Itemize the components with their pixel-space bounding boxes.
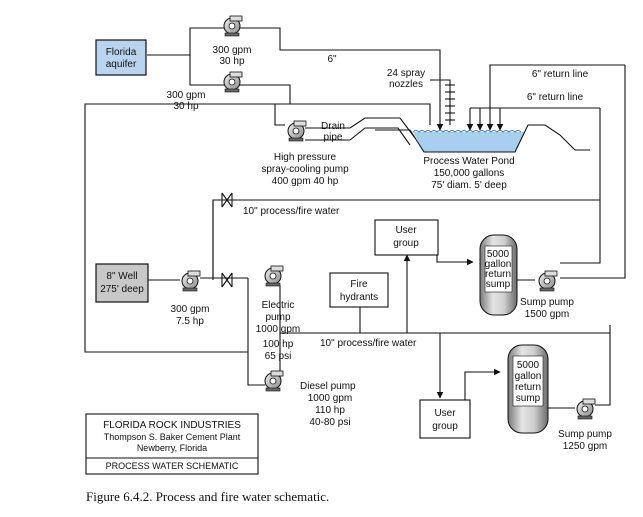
aquifer-label-line2: aquifer bbox=[106, 59, 137, 70]
user-group-2-line2: group bbox=[432, 421, 458, 432]
title-drawing: PROCESS WATER SCHEMATIC bbox=[106, 461, 239, 471]
title-plant: Thompson S. Baker Cement Plant bbox=[104, 432, 241, 442]
tank-1-line4: sump bbox=[486, 279, 511, 290]
aquifer-pump-top-icon bbox=[223, 15, 243, 37]
electric-pump-line2: pump bbox=[265, 312, 290, 323]
aquifer-pump-bottom-icon bbox=[223, 71, 243, 93]
sump-pump-1-line2: 1500 gpm bbox=[525, 309, 569, 320]
user-group-1-line1: User bbox=[395, 225, 417, 236]
electric-pump-line4: 100 hp bbox=[263, 339, 294, 350]
user-group-2 bbox=[419, 399, 471, 439]
sump-pump-1-icon bbox=[538, 270, 558, 292]
figure-caption: Figure 6.4.2. Process and fire water sch… bbox=[86, 489, 329, 504]
drain-label-line2: pipe bbox=[324, 132, 343, 143]
pump-aquifer-bottom-line2: 30 hp bbox=[173, 101, 198, 112]
user-group-2-line1: User bbox=[434, 408, 456, 419]
tank-2-line1: 5000 bbox=[517, 360, 540, 371]
process-water-pond bbox=[375, 124, 590, 153]
sump-pump-2-icon bbox=[576, 398, 596, 420]
diesel-pump-icon bbox=[264, 370, 284, 392]
electric-pump-line5: 65 psi bbox=[265, 351, 292, 362]
high-pressure-pump-icon bbox=[287, 120, 307, 142]
return-line-outer-label: 6" return line bbox=[532, 69, 589, 80]
electric-pump-line1: Electric bbox=[262, 300, 295, 311]
tank-2-line4: sump bbox=[516, 393, 541, 404]
electric-pump-icon bbox=[264, 265, 284, 287]
well-pump-line2: 7.5 hp bbox=[176, 316, 204, 327]
tank-2-line2: gallon bbox=[515, 371, 542, 382]
tank-1-line3: return bbox=[485, 269, 511, 280]
electric-pump-line3: 1000 gpm bbox=[256, 324, 300, 335]
florida-aquifer bbox=[95, 39, 147, 76]
diesel-pump-line1: Diesel pump bbox=[300, 381, 356, 392]
process-fire-top-label: 10" process/fire water bbox=[243, 206, 340, 217]
drain-label-line1: Drain bbox=[321, 121, 345, 132]
process-fire-mid-label: 10" process/fire water bbox=[320, 338, 417, 349]
pond-line1: Process Water Pond bbox=[423, 156, 514, 167]
pipe-6in-label: 6" bbox=[327, 54, 337, 65]
pump-aquifer-bottom-line1: 300 gpm bbox=[167, 90, 206, 101]
fire-hydrants-line2: hydrants bbox=[340, 292, 378, 303]
sump-pump-1-line1: Sump pump bbox=[520, 297, 574, 308]
diesel-pump-line4: 40-80 psi bbox=[309, 417, 350, 428]
well-pump-line1: 300 gpm bbox=[171, 304, 210, 315]
aquifer-label-line1: Florida bbox=[106, 47, 137, 58]
sump-pump-2-line2: 1250 gpm bbox=[563, 441, 607, 452]
tank-1-line2: gallon bbox=[485, 259, 512, 270]
diesel-pump-line2: 1000 gpm bbox=[308, 393, 352, 404]
title-company: FLORIDA ROCK INDUSTRIES bbox=[103, 420, 241, 431]
spray-label-line2: nozzles bbox=[389, 79, 423, 90]
sump-pump-2-line1: Sump pump bbox=[558, 429, 612, 440]
well-label-line2: 275' deep bbox=[100, 284, 144, 295]
title-location: Newberry, Florida bbox=[137, 443, 207, 453]
pump-aquifer-top-line2: 30 hp bbox=[219, 56, 244, 67]
pump-aquifer-top-line1: 300 gpm bbox=[213, 45, 252, 56]
hp-pump-line2: spray-cooling pump bbox=[261, 164, 349, 175]
return-sump-tank-2: 5000 gallon return sump bbox=[507, 344, 549, 434]
fire-hydrants bbox=[329, 272, 389, 308]
hp-pump-line3: 400 gpm 40 hp bbox=[272, 176, 339, 187]
tank-2-line3: return bbox=[515, 382, 541, 393]
well bbox=[95, 263, 149, 303]
piping bbox=[84, 27, 626, 410]
pond-line2: 150,000 gallons bbox=[434, 168, 505, 179]
tank-1-line1: 5000 bbox=[487, 249, 510, 260]
return-line-inner-label: 6" return line bbox=[527, 92, 584, 103]
hp-pump-line1: High pressure bbox=[274, 152, 337, 163]
pond-line3: 75' diam. 5' deep bbox=[431, 180, 507, 191]
user-group-1-line2: group bbox=[393, 238, 419, 249]
spray-label-line1: 24 spray bbox=[387, 68, 425, 79]
title-block: FLORIDA ROCK INDUSTRIES Thompson S. Bake… bbox=[85, 413, 259, 475]
user-group-1 bbox=[374, 219, 439, 256]
well-label-line1: 8" Well bbox=[106, 271, 137, 282]
return-sump-tank-1: 5000 gallon return sump bbox=[479, 234, 518, 316]
diesel-pump-line3: 110 hp bbox=[315, 405, 345, 416]
fire-hydrants-line1: Fire bbox=[350, 279, 368, 290]
well-pump-icon bbox=[181, 270, 201, 292]
spray-nozzle-rack bbox=[445, 84, 455, 121]
